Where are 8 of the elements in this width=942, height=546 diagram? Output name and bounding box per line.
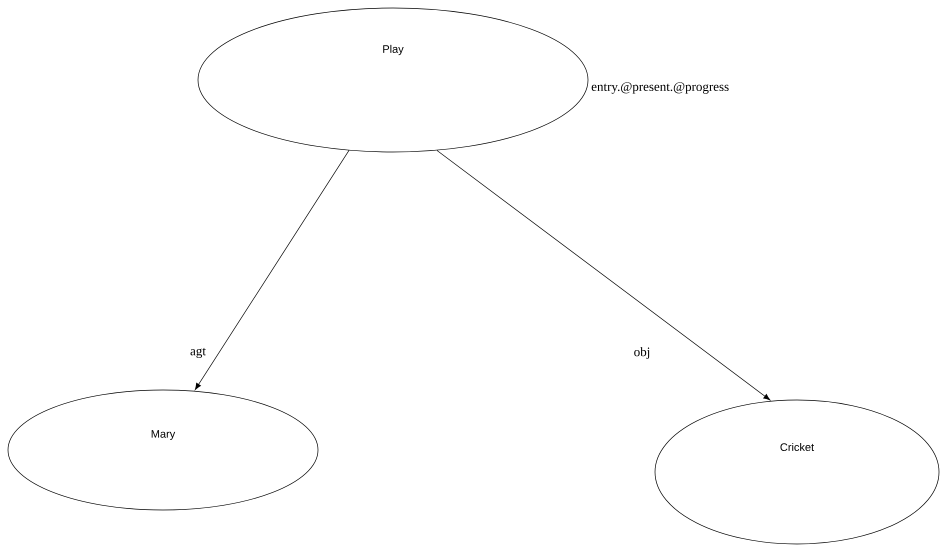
arrow xyxy=(436,150,770,400)
arrow xyxy=(194,150,350,390)
ellipse-node: Cricket xyxy=(654,400,940,544)
ellipse-node: Mary xyxy=(8,390,318,510)
ellipse-node: Play xyxy=(198,8,588,152)
edge-label: obj xyxy=(632,346,652,360)
edge-label: agt xyxy=(189,346,207,360)
annotation-text: entry.@present.@progress xyxy=(592,82,729,94)
